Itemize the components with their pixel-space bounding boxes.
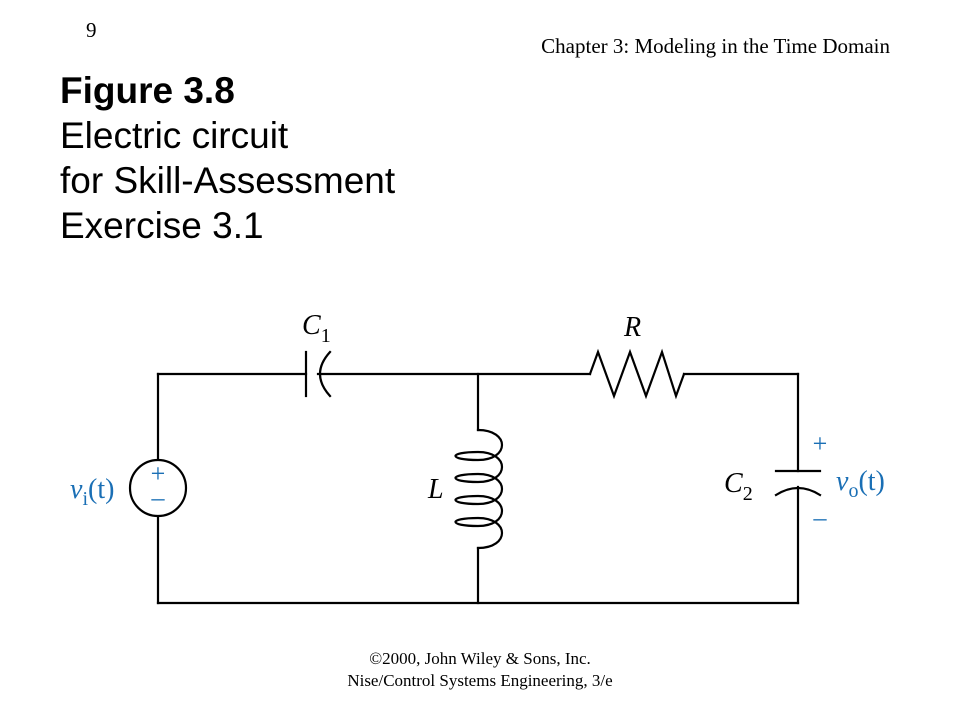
source-label-sub: i <box>82 488 88 510</box>
c2-plate-curved <box>774 486 822 497</box>
title-line-1: Electric circuit <box>60 115 289 156</box>
figure-title: Figure 3.8 Electric circuit for Skill-As… <box>60 68 395 248</box>
c1-plate-curved <box>318 350 332 398</box>
resistor-label: R <box>623 312 641 343</box>
output-label-arg: (t) <box>858 466 884 497</box>
c1-label-main: C <box>302 310 321 341</box>
source-plus: + <box>151 459 166 488</box>
footer-book: Nise/Control Systems Engineering, 3/e <box>347 671 613 690</box>
circuit-wires <box>156 372 800 605</box>
c1-label-sub: 1 <box>321 325 331 347</box>
resistor-r <box>588 348 686 400</box>
output-label-main: v <box>836 466 849 497</box>
output-minus: – <box>813 503 828 532</box>
c1-label: C1 <box>302 310 331 347</box>
title-line-3: Exercise 3.1 <box>60 205 264 246</box>
inductor-label: L <box>427 474 444 505</box>
c2-label-sub: 2 <box>743 483 753 505</box>
source-circle-icon <box>128 458 188 518</box>
chapter-header: Chapter 3: Modeling in the Time Domain <box>541 34 890 58</box>
output-label-sub: o <box>848 480 858 502</box>
voltage-source: + – <box>128 458 188 518</box>
source-minus: – <box>151 483 166 512</box>
slide-number: 9 <box>86 18 97 42</box>
inductor-l <box>454 428 504 550</box>
source-label-main: v <box>70 474 83 505</box>
capacitor-c1 <box>304 350 332 398</box>
output-label: vo(t) <box>836 466 885 502</box>
footer-copyright: ©2000, John Wiley & Sons, Inc. <box>369 649 591 668</box>
source-label-arg: (t) <box>88 474 114 505</box>
source-label: vi(t) <box>70 474 114 510</box>
figure-label: Figure 3.8 <box>60 70 235 111</box>
output-plus: + <box>813 429 828 458</box>
c2-label-main: C <box>724 468 743 499</box>
title-line-2: for Skill-Assessment <box>60 160 396 201</box>
footer: ©2000, John Wiley & Sons, Inc. Nise/Cont… <box>0 648 960 692</box>
capacitor-c2 <box>774 469 822 497</box>
c2-label: C2 <box>724 468 753 505</box>
